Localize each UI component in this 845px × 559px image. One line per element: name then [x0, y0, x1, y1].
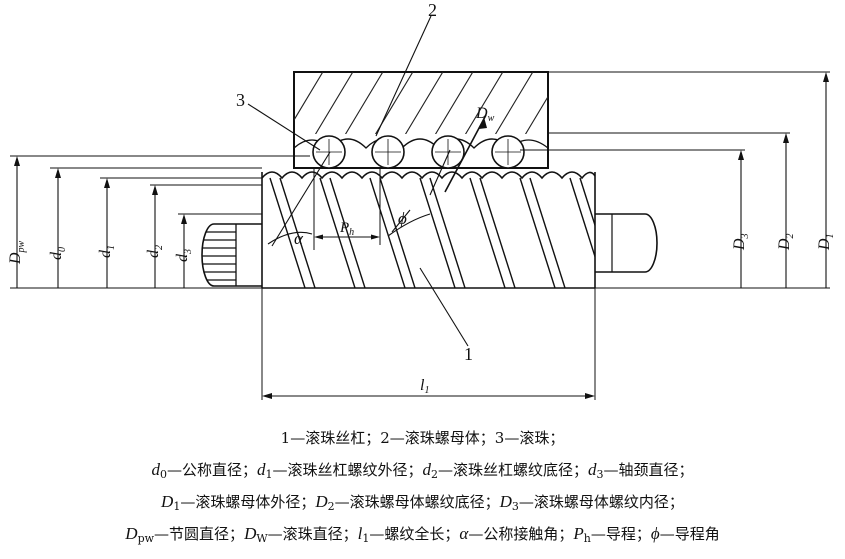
label-alpha: α	[294, 229, 304, 248]
label-d1: d1	[97, 245, 117, 258]
legend-item: 2—滚珠螺母体；	[380, 429, 495, 447]
label-D3: D3	[731, 233, 751, 251]
legend-item: d3—轴颈直径；	[588, 460, 694, 481]
ball	[431, 135, 465, 169]
legend-row-2: d0—公称直径；d1—滚珠丝杠螺纹外径；d2—滚珠丝杠螺纹底径；d3—轴颈直径；	[0, 460, 845, 485]
legend-item: Ph—导程；	[573, 524, 651, 545]
ball-screw-diagram: 2 3 1 Dpw d0 d1 d2 d3 D3 D2 D1 Dw α Ph ϕ…	[7, 0, 836, 400]
ball	[312, 135, 346, 169]
label-d3: d3	[174, 249, 194, 262]
extension-lines	[10, 71, 830, 400]
label-D2: D2	[776, 233, 796, 251]
angle-markers	[247, 15, 487, 347]
legend-item: 3—滚珠；	[494, 429, 565, 447]
legend-item: ϕ—导程角	[650, 524, 720, 543]
right-journal	[595, 213, 658, 273]
legend-item: D3—滚珠螺母体螺纹内径；	[499, 492, 684, 513]
label-d2: d2	[145, 245, 165, 258]
callout-screw: 1	[464, 344, 473, 364]
label-phi: ϕ	[398, 209, 407, 228]
legend-item: Dpw—节圆直径；	[125, 524, 245, 545]
ball	[371, 135, 405, 169]
legend-item: d0—公称直径；	[151, 460, 257, 481]
legend-item: l1—螺纹全长；	[357, 524, 460, 545]
ball-nut-body	[293, 71, 549, 169]
ball-screw-shaft	[261, 171, 596, 289]
legend-item: α—公称接触角；	[459, 524, 574, 543]
left-journal	[201, 223, 262, 287]
legend-item: D2—滚珠螺母体螺纹底径；	[315, 492, 500, 513]
legend-item: d1—滚珠丝杠螺纹外径；	[256, 460, 423, 481]
callout-nut: 2	[428, 0, 437, 20]
dimension-arrows	[14, 72, 829, 399]
label-d0: d0	[48, 247, 68, 260]
label-D1: D1	[816, 233, 836, 251]
callout-ball: 3	[236, 90, 245, 110]
label-Ph: Ph	[339, 220, 354, 238]
legend-row-1: 1—滚珠丝杠；2—滚珠螺母体；3—滚珠；	[0, 428, 845, 448]
balls	[312, 135, 525, 169]
ball	[491, 135, 525, 169]
legend-item: d2—滚珠丝杠螺纹底径；	[422, 460, 589, 481]
label-Dw: Dw	[475, 105, 495, 124]
label-Dpw: Dpw	[7, 240, 27, 265]
legend-item: 1—滚珠丝杠；	[280, 429, 381, 447]
label-l1: l1	[420, 377, 429, 396]
legend-item: DW—滚珠直径；	[244, 524, 358, 545]
legend-row-3: D1—滚珠螺母体外径；D2—滚珠螺母体螺纹底径；D3—滚珠螺母体螺纹内径；	[0, 492, 845, 517]
legend-item: D1—滚珠螺母体外径；	[161, 492, 316, 513]
legend-row-4: Dpw—节圆直径；DW—滚珠直径；l1—螺纹全长；α—公称接触角；Ph—导程；ϕ…	[0, 524, 845, 549]
